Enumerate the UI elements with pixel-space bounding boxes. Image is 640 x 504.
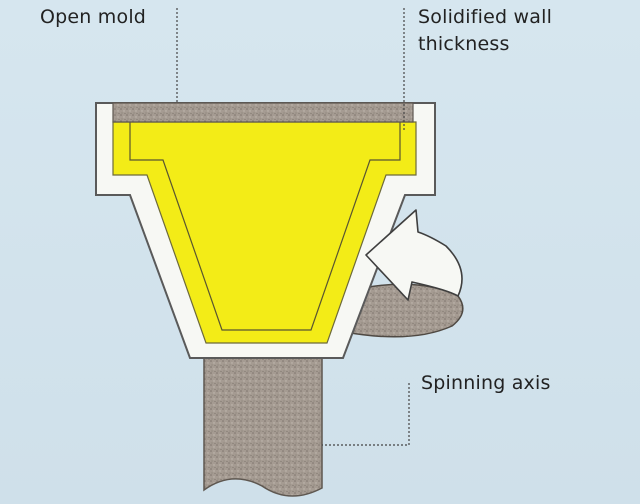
label-spinning-axis: Spinning axis: [421, 372, 551, 394]
solidified-wall-inner-outline: [129, 122, 401, 331]
leader-spinning-axis: [322, 383, 410, 446]
spinning-axis-shaft: [203, 354, 323, 497]
rotation-arrow-icon: [365, 209, 463, 301]
mold-lid: [112, 102, 414, 123]
label-solidified-wall-line1: Solidified wall: [418, 6, 553, 28]
molten-material: [112, 121, 417, 344]
label-open-mold: Open mold: [40, 6, 147, 28]
label-solidified-wall-line2: thickness: [418, 33, 510, 55]
